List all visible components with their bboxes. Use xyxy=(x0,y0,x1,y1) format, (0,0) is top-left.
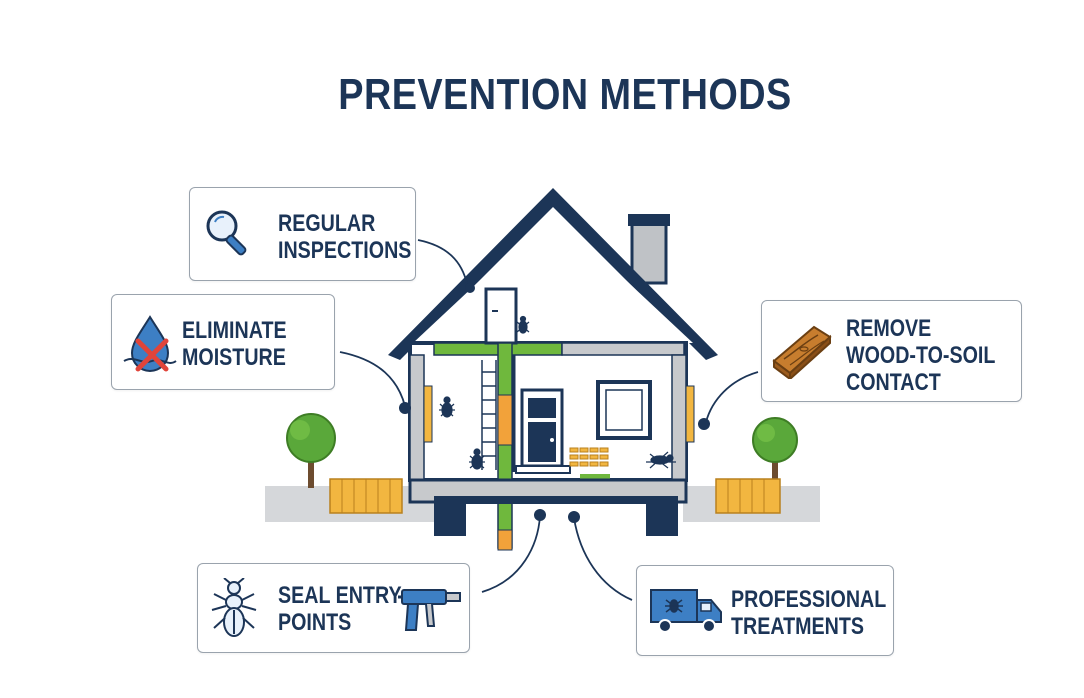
method-card-remove-wood-to-soil: REMOVE WOOD-TO-SOIL CONTACT xyxy=(761,300,1022,402)
page-title: PREVENTION METHODS xyxy=(338,70,792,119)
foundation-right xyxy=(646,502,678,536)
method-label: REGULAR INSPECTIONS xyxy=(278,210,412,264)
fence-left xyxy=(329,478,403,514)
ladder xyxy=(481,360,497,470)
connector-dots xyxy=(399,283,710,523)
tree-left xyxy=(286,413,336,488)
method-card-professional-treatments: PROFESSIONAL TREATMENTS xyxy=(636,565,894,656)
magnifying-glass-icon xyxy=(206,210,247,256)
foundation-left xyxy=(434,502,466,536)
caulk-gun-icon xyxy=(398,589,461,631)
termite-icon xyxy=(211,578,257,637)
chimney xyxy=(630,221,668,285)
method-label: REMOVE WOOD-TO-SOIL CONTACT xyxy=(846,315,996,396)
method-card-seal-entry-points: SEAL ENTRY POINTS xyxy=(197,563,470,653)
method-label: ELIMINATE MOISTURE xyxy=(182,317,287,371)
method-card-regular-inspections: REGULAR INSPECTIONS xyxy=(189,187,416,281)
pest-control-truck-icon xyxy=(650,589,722,633)
door xyxy=(515,388,571,474)
termite-bug xyxy=(469,448,485,470)
termite-bug xyxy=(646,451,676,469)
method-label: SEAL ENTRY POINTS xyxy=(278,582,402,636)
water-drop-crossed-icon xyxy=(123,315,177,372)
wood-stack xyxy=(569,447,609,467)
tree-right xyxy=(752,417,798,488)
connector-lines xyxy=(339,239,759,601)
fence-right xyxy=(715,478,781,514)
method-card-eliminate-moisture: ELIMINATE MOISTURE xyxy=(111,294,335,390)
method-label: PROFESSIONAL TREATMENTS xyxy=(731,586,887,640)
wood-plank-icon xyxy=(772,325,832,379)
attic-hatch xyxy=(484,287,518,345)
termite-bug xyxy=(516,315,530,334)
termite-bug xyxy=(439,396,455,418)
window xyxy=(596,380,652,440)
